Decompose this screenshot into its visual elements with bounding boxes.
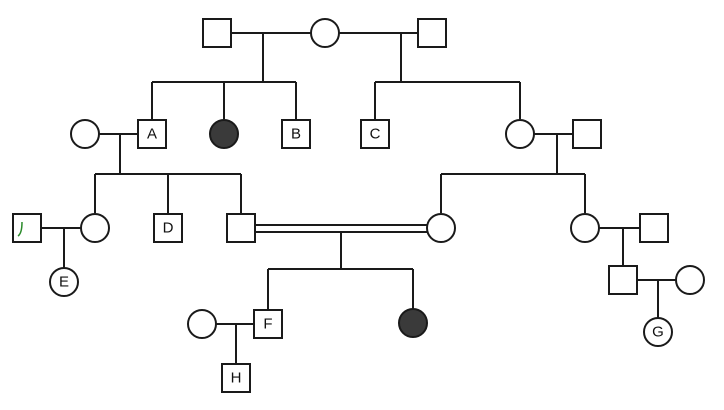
male-consanguineous-parent [226,213,256,243]
label-e: E [59,274,69,291]
label-h: H [231,370,242,387]
male-c [360,119,390,149]
male-b [281,119,311,149]
pen-mark-icon [17,221,23,237]
female-e [49,267,79,297]
female-spouse-of-f [187,309,217,339]
male-d [153,213,183,243]
female-g [643,317,673,347]
label-f: F [263,316,272,333]
male-h [221,363,251,393]
female-affected-gen4 [398,308,428,338]
male-spouse-gen3-right [639,213,669,243]
female-gen1-mother [310,18,340,48]
male-f [253,309,283,339]
label-b: B [291,126,301,143]
label-g: G [652,324,664,341]
female-affected-gen2 [209,119,239,149]
male-gen1-right [417,18,447,48]
female-gen3-right [570,213,600,243]
male-gen1-left [202,18,232,48]
label-c: C [370,126,381,143]
label-a: A [147,126,157,143]
female-spouse-gen4-right [675,265,705,295]
male-spouse-gen2-right [572,119,602,149]
male-a [137,119,167,149]
label-d: D [163,220,174,237]
female-spouse-of-a [70,119,100,149]
male-gen4-right [608,265,638,295]
male-spouse-gen3-far-left [12,213,42,243]
female-gen3-left [80,213,110,243]
female-gen2-right [505,119,535,149]
female-consanguineous-parent [426,213,456,243]
